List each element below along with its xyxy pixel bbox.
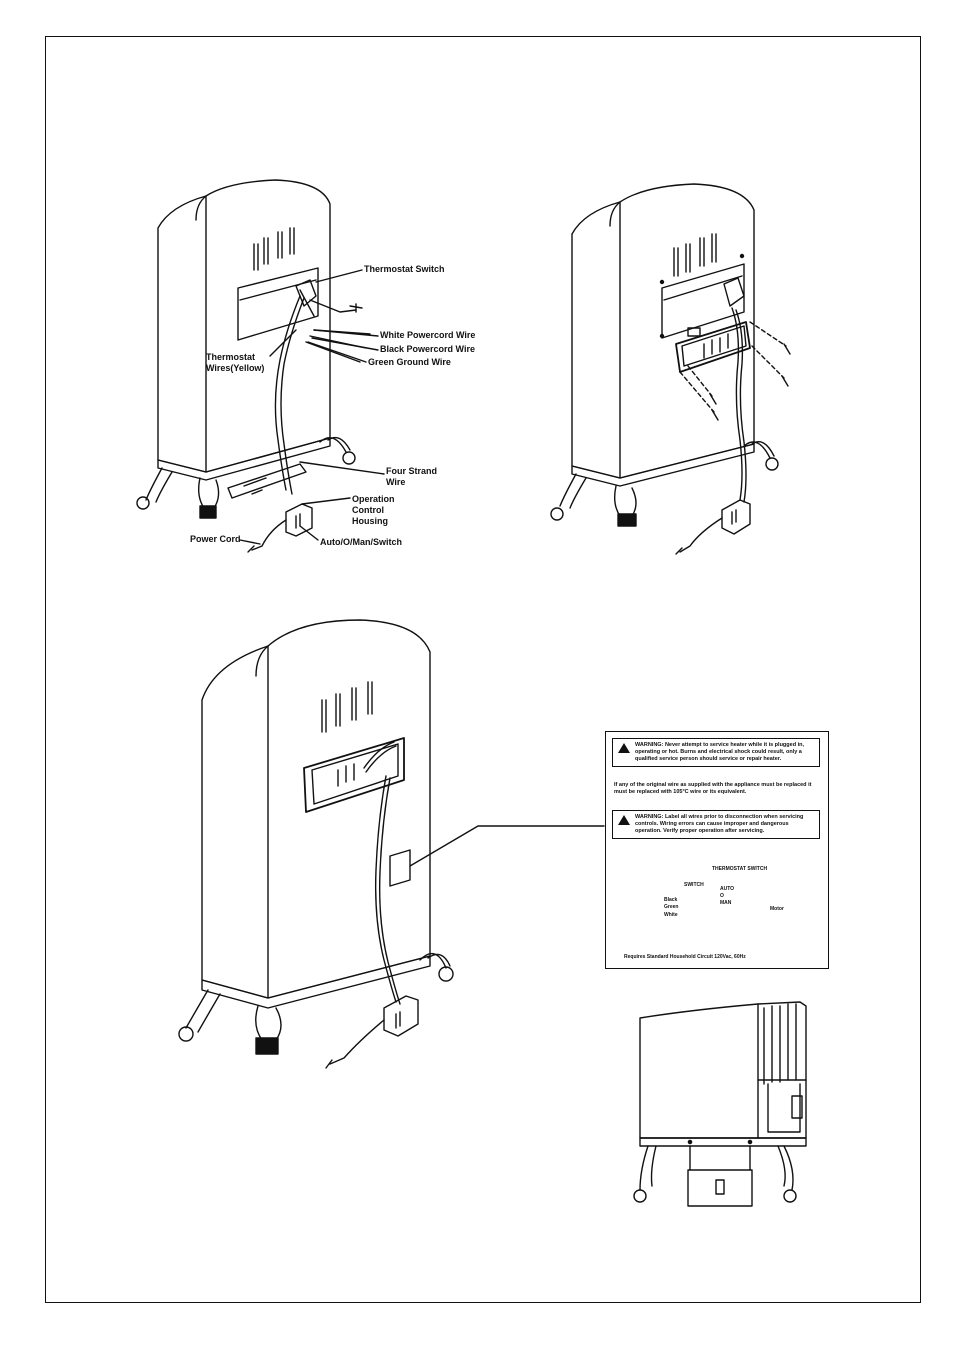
diagram-label-white: White xyxy=(664,912,678,918)
figure-3-heater xyxy=(178,619,605,1069)
diagram-label-auto: AUTO xyxy=(720,886,735,892)
figure-4-side-view xyxy=(633,1001,807,1207)
figure-2-heater xyxy=(550,183,791,555)
label-white-powercord-wire: White Powercord Wire xyxy=(380,330,476,340)
label-black-powercord-wire: Black Powercord Wire xyxy=(380,344,475,354)
warning-box-1: WARNING: Never attempt to service heater… xyxy=(612,738,820,767)
diagram-label-black: Black xyxy=(664,897,678,903)
label-green-ground-wire: Green Ground Wire xyxy=(368,357,451,367)
label-operation-control-housing: Operation Control Housing xyxy=(352,494,395,526)
figure-1-heater xyxy=(136,179,385,553)
diagram-label-man: MAN xyxy=(720,900,732,906)
label-auto-o-man-switch: Auto/O/Man/Switch xyxy=(320,537,402,547)
label-thermostat-switch: Thermostat Switch xyxy=(364,264,445,274)
warning-triangle-icon xyxy=(618,743,630,753)
warning-text-1: WARNING: Never attempt to service heater… xyxy=(635,742,805,762)
warning-triangle-icon xyxy=(618,815,630,825)
wire-replacement-note: If any of the original wire as supplied … xyxy=(614,782,812,795)
label-thermostat-wires: Thermostat Wires(Yellow) xyxy=(206,352,265,373)
label-four-strand-wire: Four Strand Wire xyxy=(386,466,437,487)
warning-text-2: WARNING: Label all wires prior to discon… xyxy=(635,814,804,834)
diagram-label-off: O xyxy=(720,893,724,899)
diagram-label-thermostat-switch: THERMOSTAT SWITCH xyxy=(712,866,768,872)
rating-label-sheet: WARNING: Never attempt to service heater… xyxy=(605,731,829,969)
label-power-cord: Power Cord xyxy=(190,534,241,544)
diagram-label-switch: SWITCH xyxy=(684,882,704,888)
diagram-label-motor: Motor xyxy=(770,906,784,912)
page-frame xyxy=(45,36,921,1303)
circuit-requirement: Requires Standard Household Circuit 120V… xyxy=(624,954,746,960)
diagram-label-green: Green xyxy=(664,904,679,910)
warning-box-2: WARNING: Label all wires prior to discon… xyxy=(612,810,820,839)
